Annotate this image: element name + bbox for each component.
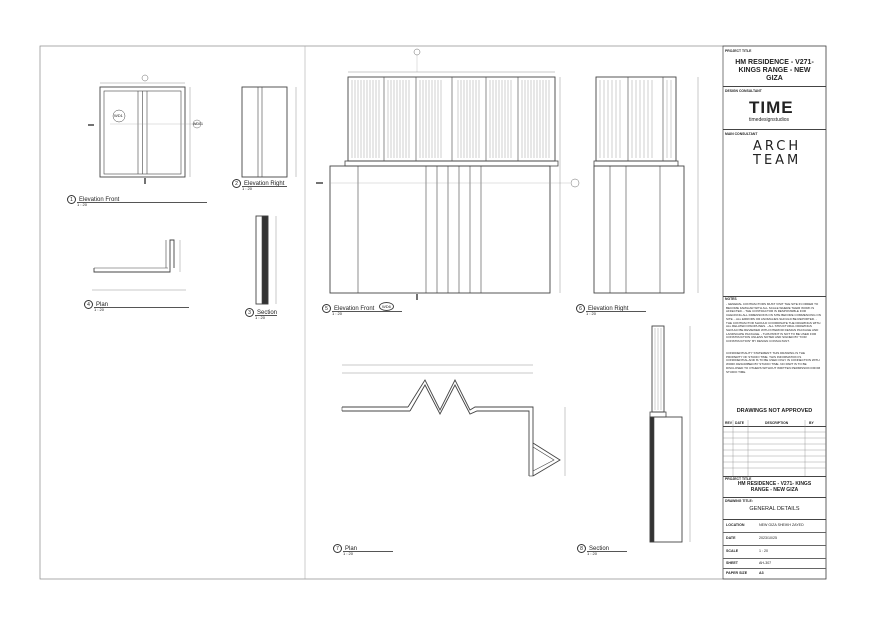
view-title-1: 1 Elevation Front 1 : 20 xyxy=(67,195,207,207)
view-name: Section xyxy=(589,545,610,552)
design-consultant-section: DESIGN CONSULTANT TIME timedesignstudios xyxy=(723,86,826,130)
view-name: Plan xyxy=(96,301,109,308)
scale-value: 1 : 20 xyxy=(759,549,768,553)
drawing-title-label: DRAWING TITLE: xyxy=(725,499,753,503)
sheet-value: AH-307 xyxy=(759,561,772,565)
tag-wd1b: WD01 xyxy=(193,122,203,126)
view-number: 7 xyxy=(333,544,342,553)
notes-text: - GENERAL CONTRACTORS MUST VISIT THE SIT… xyxy=(726,302,821,344)
view-name: Elevation Front xyxy=(79,196,120,203)
title-rule xyxy=(332,310,402,312)
time-logo: TIME xyxy=(749,98,794,117)
view-3-section xyxy=(255,215,277,305)
title-rule xyxy=(242,185,287,187)
sheet-label: SHEET xyxy=(726,561,738,565)
view-scale: 1 : 20 xyxy=(332,311,343,316)
project-title-section-2: PROJECT TITLE HM RESIDENCE - V271- KINGS… xyxy=(723,476,826,498)
title-rule xyxy=(255,314,277,316)
revision-grid xyxy=(723,420,826,476)
view-1-elevation-front xyxy=(88,74,202,184)
paper-size-label: PAPER SIZE xyxy=(726,571,748,575)
view-number: 6 xyxy=(576,304,585,313)
title-rule xyxy=(587,550,627,552)
date-row: DATE 2023/10/25 xyxy=(723,532,826,546)
paper-size-row: PAPER SIZE A3 xyxy=(723,568,826,578)
project-title-2: HM RESIDENCE - V271- KINGS RANGE - NEW G… xyxy=(737,481,812,493)
arch-logo-line1: ARCH xyxy=(753,139,802,154)
arch-logo-line2: TEAM xyxy=(753,153,802,168)
view-scale: 1 : 20 xyxy=(255,315,266,320)
view-number: 1 xyxy=(67,195,76,204)
rev-header-date: DATE xyxy=(735,421,744,425)
view-scale: 1 : 20 xyxy=(343,551,354,556)
view-scale: 1 : 20 xyxy=(242,186,253,191)
notes-section: NOTES - GENERAL CONTRACTORS MUST VISIT T… xyxy=(723,296,826,420)
date-value: 2023/10/25 xyxy=(759,536,777,540)
revision-header: REV DATE DESCRIPTION BY xyxy=(723,420,826,427)
drawing-title-section: DRAWING TITLE: GENERAL DETAILS xyxy=(723,497,826,520)
view-name: Elevation Front xyxy=(334,305,375,312)
sheet-border xyxy=(39,45,827,580)
title-rule xyxy=(586,310,646,312)
view-2-elevation-right xyxy=(241,86,297,178)
view-title-2: 2 Elevation Right 1 : 20 xyxy=(232,179,287,191)
main-consultant-section: MAIN CONSULTANT ARCH TEAM xyxy=(723,129,826,297)
design-consultant-label: DESIGN CONSULTANT xyxy=(725,89,762,93)
view-title-5: 5 Elevation Front 1 : 20 xyxy=(322,304,402,316)
view-4-plan xyxy=(92,239,186,291)
project-title-label-2: PROJECT TITLE xyxy=(725,477,752,481)
title-rule xyxy=(77,201,207,203)
location-value: NEW GIZA SHEIKH ZAYED xyxy=(759,523,804,527)
view-title-4: 4 Plan 1 : 20 xyxy=(84,300,189,312)
view-scale: 1 : 20 xyxy=(587,551,598,556)
scale-label: SCALE xyxy=(726,549,739,553)
time-logo-sub: timedesignstudios xyxy=(749,117,790,123)
rev-header-description: DESCRIPTION xyxy=(765,421,789,425)
notes-label: NOTES xyxy=(725,297,737,301)
main-consultant-label: MAIN CONSULTANT xyxy=(725,132,758,136)
title-rule xyxy=(94,306,189,308)
title-block: PROJECT TITLE HM RESIDENCE - V271- KINGS… xyxy=(723,46,826,579)
view-number: 4 xyxy=(84,300,93,309)
view-title-6: 6 Elevation Right 1 : 20 xyxy=(576,304,646,316)
view-name: Plan xyxy=(345,545,358,552)
rev-header-by: BY xyxy=(809,421,814,425)
title-block-frame xyxy=(722,45,827,580)
project-title-section: PROJECT TITLE HM RESIDENCE - V271- KINGS… xyxy=(723,46,826,87)
project-title: HM RESIDENCE - V271- KINGS RANGE - NEW G… xyxy=(735,59,814,82)
view-name: Section xyxy=(257,309,278,316)
view-title-3: 3 Section 1 : 20 xyxy=(245,308,278,320)
date-label: DATE xyxy=(726,536,736,540)
view-number: 5 xyxy=(322,304,331,313)
view-5-elevation-front xyxy=(316,48,580,300)
tag-wd1: WD1 xyxy=(114,113,123,118)
view-number: 3 xyxy=(245,308,254,317)
title-rule xyxy=(343,550,393,552)
view-title-8: 8 Section 1 : 20 xyxy=(577,544,627,556)
view-6-elevation-right xyxy=(593,76,699,294)
view-scale: 1 : 20 xyxy=(94,307,105,312)
view-number: 2 xyxy=(232,179,241,188)
view-scale: 1 : 20 xyxy=(77,202,88,207)
paper-size-value: A3 xyxy=(759,571,764,575)
scale-row: SCALE 1 : 20 xyxy=(723,545,826,559)
view-title-7: 7 Plan 1 : 20 xyxy=(333,544,393,556)
revision-table: REV DATE DESCRIPTION BY xyxy=(723,420,826,477)
rev-header-rev: REV xyxy=(725,421,732,425)
view-name: Elevation Right xyxy=(244,180,285,187)
view-7-plan xyxy=(341,364,566,477)
approval-status: DRAWINGS NOT APPROVED xyxy=(736,408,813,414)
drawing-title: GENERAL DETAILS xyxy=(749,506,800,512)
location-row: LOCATION NEW GIZA SHEIKH ZAYED xyxy=(723,519,826,533)
sheet-row: SHEET AH-307 xyxy=(723,558,826,569)
view-name: Elevation Right xyxy=(588,305,629,312)
location-label: LOCATION xyxy=(726,523,745,527)
project-title-label: PROJECT TITLE xyxy=(725,49,752,53)
view-number: 8 xyxy=(577,544,586,553)
confidentiality-text: CONFIDENTIALITY STATEMENT: THIS DRAWING … xyxy=(726,351,821,374)
view-8-section xyxy=(649,325,691,543)
view-scale: 1 : 20 xyxy=(586,311,597,316)
